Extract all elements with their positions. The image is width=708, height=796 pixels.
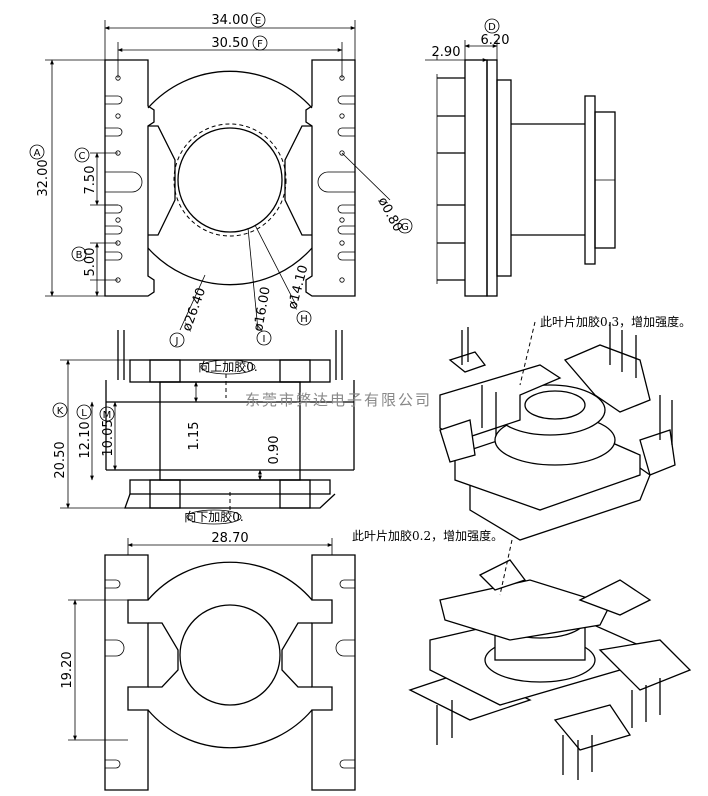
- side-view: 6.20 D 2.90: [425, 18, 616, 297]
- label-K: K: [57, 406, 64, 417]
- bottom-slots: [105, 579, 355, 769]
- dim-inner-dia: ø14.10: [285, 264, 311, 312]
- right-ribs: [284, 125, 312, 236]
- dim-height-overall: 32.00: [36, 159, 51, 196]
- label-F: F: [257, 39, 263, 50]
- right-pin-comb: [305, 59, 356, 297]
- label-C: C: [79, 151, 86, 162]
- dim-flange-top: 1.15: [187, 422, 202, 451]
- label-L: L: [81, 408, 87, 419]
- top-view: 34.00 E 30.50 F 32.00 A 7.50 C 5.00 B ø0…: [29, 12, 413, 348]
- label-E: E: [255, 16, 261, 27]
- dim-width-overall: 34.00: [211, 13, 248, 28]
- iso-upper: 此叶片加胶0.3，增加强度。: [439, 314, 691, 541]
- label-A: A: [34, 148, 41, 159]
- dim-flange-bottom: 0.90: [267, 436, 282, 465]
- front-pins: [117, 330, 343, 509]
- iso-lower: 此叶片加胶0.2，增加强度。: [352, 528, 692, 780]
- note-lower-glue: 此叶片加胶0.2，增加强度。: [352, 528, 503, 543]
- label-I: I: [263, 334, 266, 345]
- dim-height-mid: 12.10: [78, 421, 93, 458]
- right-slots: [317, 95, 355, 261]
- label-M: M: [103, 410, 112, 421]
- core-circle: [177, 127, 283, 233]
- dim-height-inner: 10.05: [101, 419, 116, 456]
- flange-outline: [147, 70, 313, 286]
- iso-lower-pins: [436, 678, 661, 780]
- note-upper-glue: 此叶片加胶0.3，增加强度。: [540, 314, 691, 329]
- note-bottom-glue: 向下加胶0.: [184, 509, 243, 524]
- label-H: H: [300, 314, 308, 325]
- dim-bottom-width: 28.70: [211, 531, 248, 546]
- dim-side-small: 2.90: [432, 45, 461, 60]
- dim-height-total: 20.50: [53, 441, 68, 478]
- dim-pitch-small: 5.00: [83, 248, 98, 277]
- side-pins: [436, 74, 465, 284]
- label-J: J: [175, 336, 179, 347]
- label-D: D: [488, 22, 496, 33]
- side-flange-right: [584, 95, 596, 265]
- front-bottom-flange: [129, 479, 331, 495]
- dim-width-pins: 30.50: [211, 36, 248, 51]
- dim-side-total: 6.20: [481, 33, 510, 48]
- bottom-left-comb: [104, 554, 149, 791]
- left-ribs: [148, 125, 176, 236]
- core-dashed-circle: [173, 123, 287, 237]
- watermark: 东莞市弊达电子有限公司: [245, 391, 432, 409]
- dim-outer-dia: ø26.40: [180, 286, 210, 334]
- bottom-view: 28.70 19.20: [60, 531, 356, 791]
- left-slots: [105, 95, 143, 261]
- note-top-glue: 向上加胶0.: [198, 359, 257, 374]
- bottom-right-comb: [311, 554, 356, 791]
- label-B: B: [76, 250, 83, 261]
- dim-bottom-height: 19.20: [60, 651, 75, 688]
- bottom-core-circle: [179, 604, 281, 706]
- front-view: 20.50 K 12.10 L 10.05 M 1.15 0.90 向上加胶0.…: [52, 330, 355, 525]
- left-pin-comb: [104, 59, 155, 297]
- side-flange-left: [464, 59, 488, 297]
- label-G: G: [401, 222, 409, 233]
- iso-upper-pins: [461, 322, 673, 445]
- dim-pitch-large: 7.50: [83, 166, 98, 195]
